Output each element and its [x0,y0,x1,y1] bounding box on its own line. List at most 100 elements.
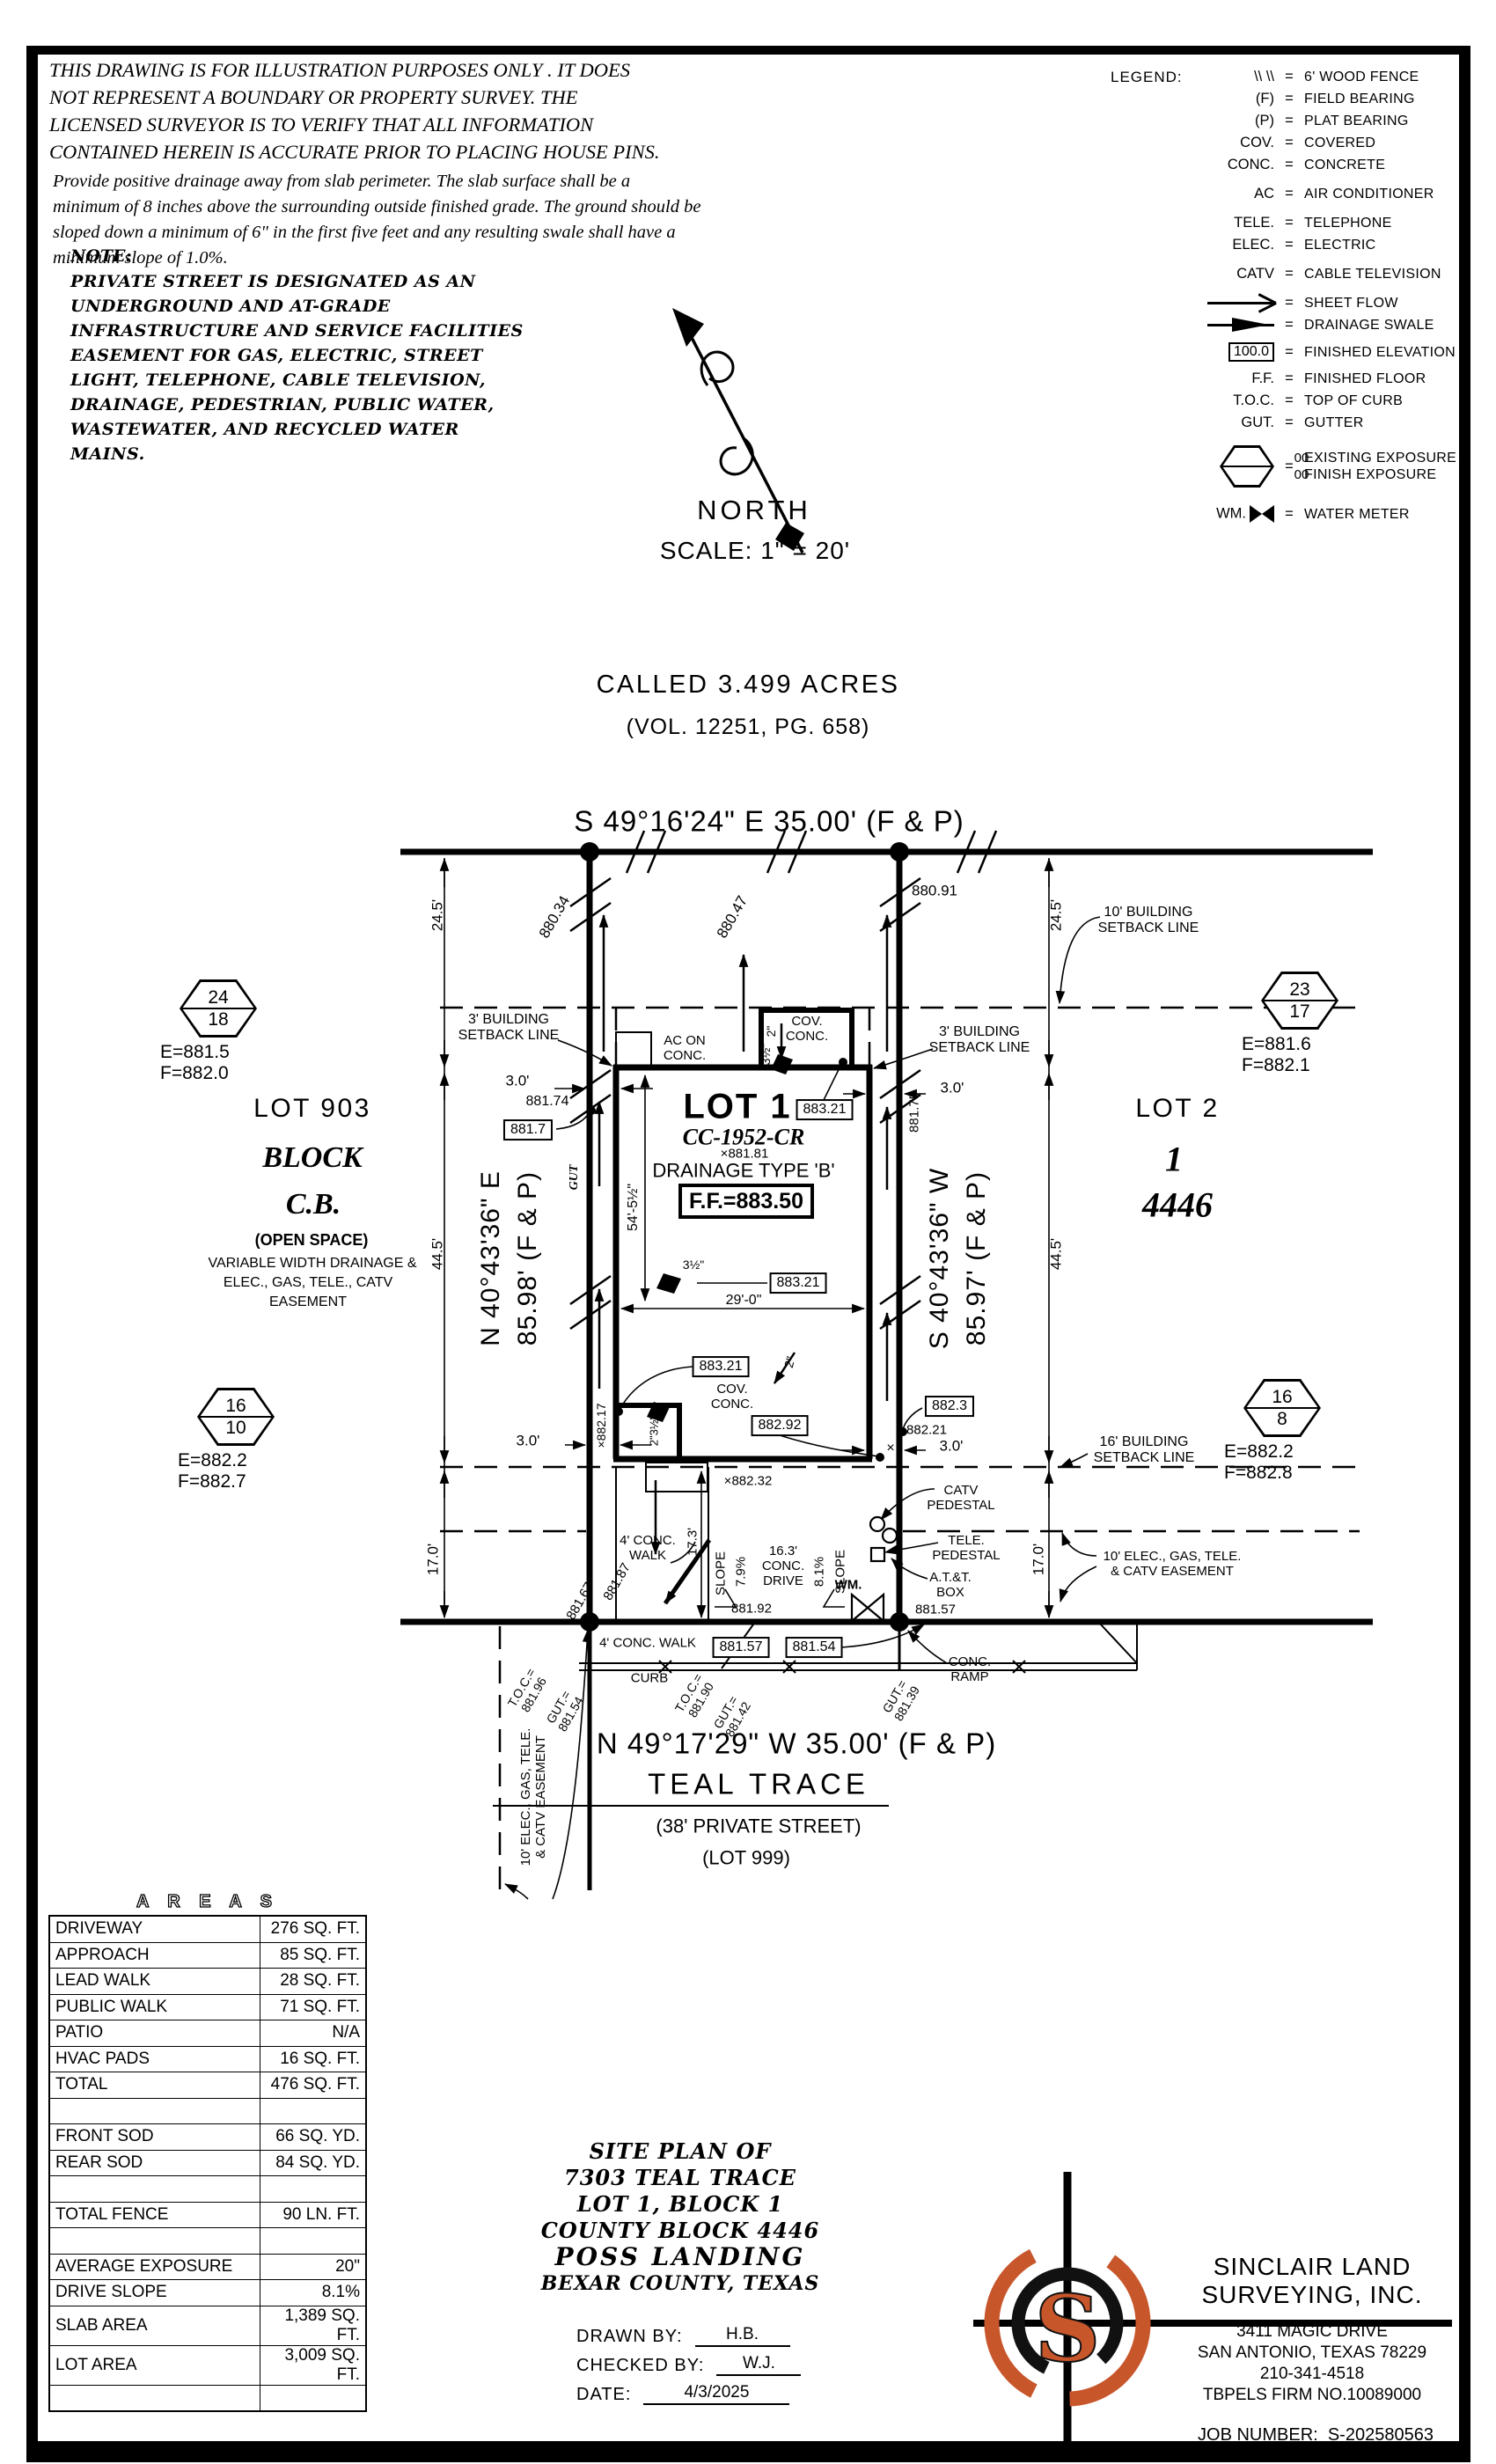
plat-label: ELEC., GAS, TELE., CATV [223,1275,393,1291]
legend-row: (F)=FIELD BEARING [1255,91,1415,106]
north-label: NORTH [697,495,811,525]
plat-label: 881.57 [915,1602,956,1617]
company-logo-icon [973,2172,1452,2452]
plat-label: ×882.17 [594,1403,609,1448]
job-number: JOB NUMBER: S-202580563 [1198,2425,1434,2445]
subdivision-name: POSS LANDING [554,2242,806,2271]
plat-label: 3½" [759,1043,774,1066]
company-phone: 210-341-4518 [1259,2365,1365,2383]
plat-label: (OPEN SPACE) [254,1230,369,1249]
plat-label: 3.0' [505,1072,530,1089]
company-address2: SAN ANTONIO, TEXAS 78229 [1197,2343,1427,2362]
exposure-elevation: E=881.6 [1242,1034,1311,1055]
areas-table-title: A R E A S [136,1891,279,1911]
plat-label: 882.3 [924,1396,975,1417]
legend-row: CATV=CABLE TELEVISION [1236,266,1441,282]
logo-letter: S [1033,2274,1101,2384]
exposure-elevation: F=882.0 [160,1063,229,1084]
plat-label: 8.1% [811,1556,827,1588]
plat-label: × [886,1441,895,1456]
water-meter-icon [850,1592,885,1624]
north-arrow-icon [685,326,804,554]
plat-label: 17.0' [424,1543,442,1576]
company-name2: SURVEYING, INC. [1201,2281,1423,2308]
plat-label: N 40°43'36" E [476,1170,506,1346]
plat-label: 10' ELEC., GAS, TELE.& CATV EASEMENT [1103,1549,1242,1579]
legend-row: COV.=COVERED [1240,135,1376,150]
plat-label: 24.5' [1047,898,1065,932]
setback-lines [440,1006,1360,1892]
plat-label: LOT 903 [253,1094,371,1124]
areas-row [48,2384,367,2412]
areas-row [48,2227,367,2255]
plat-label: 17.0' [1030,1543,1047,1576]
plat-label: WM. [834,1577,862,1593]
plat-label: 3.0' [516,1432,540,1449]
legend-title: LEGEND: [1111,69,1183,85]
plat-label: CURB [630,1670,669,1686]
disclaimer-note: THIS DRAWING IS FOR ILLUSTRATION PURPOSE… [49,59,660,163]
date-value: 4/3/2025 [643,2383,790,2405]
plat-label: C.B. [285,1187,341,1221]
drainage-arrows [594,913,892,1556]
private-street-note-title: NOTE: [70,246,132,266]
legend-row: GUT.=GUTTER [1241,414,1364,430]
signature-block: DRAWN BY:H.B. CHECKED BY:W.J. DATE:4/3/2… [576,2325,802,2412]
plat-label: 29'-0" [725,1293,762,1309]
plat-label: 4' CONC.WALK [620,1533,676,1563]
plat-label: 3.0' [940,1079,964,1096]
legend: \\ \\=6' WOOD FENCE (F)=FIELD BEARING (P)=… [1170,63,1456,523]
plat-label: 85.97' (F & P) [962,1170,992,1346]
plat-label: ×881.81 [720,1146,769,1162]
plat-label: TELE.PEDESTAL [932,1533,1001,1563]
plat-label: 24.5' [429,898,446,932]
sheet-flow-icon [1207,302,1274,304]
exposure-elevation: E=882.2 [1224,1441,1294,1463]
legend-row: WM.=WATER METER [1216,505,1410,523]
plat-label: 3.0' [939,1437,964,1455]
county-line: BEXAR COUNTY, TEXAS [540,2272,820,2295]
plat-label: LOT 2 [1135,1094,1220,1124]
plat-label: GUT [568,1164,582,1191]
company-block: SINCLAIR LAND SURVEYING, INC. 3411 MAGIC… [1167,2253,1457,2406]
plat-label: 880.91 [912,882,957,899]
plat-label: 2"3½" [647,1415,661,1447]
grading-note: Provide positive drainage away from slab… [53,172,701,268]
legend-row: (P)=PLAT BEARING [1255,113,1409,128]
company-name: SINCLAIR LAND [1213,2253,1412,2280]
plat-label: VARIABLE WIDTH DRAINAGE & [208,1256,417,1272]
leader-lines [504,916,1101,1900]
plat-label: 881.92 [731,1601,772,1617]
plat-label: EASEMENT [268,1294,348,1310]
legend-row: \\ \\=6' WOOD FENCE [1254,69,1419,84]
title-line: 7303 TEAL TRACE [564,2165,796,2190]
plat-label: 4446 [1142,1184,1213,1225]
plat-label: 17.3' [685,1527,700,1557]
title-line: LOT 1, BLOCK 1 [576,2191,784,2217]
utility-symbols [850,1515,898,1624]
plat-label: (LOT 999) [702,1846,790,1869]
title-block: SITE PLAN OF 7303 TEAL TRACE LOT 1, BLOC… [480,2138,881,2297]
areas-row [48,2097,367,2124]
title-line: COUNTY BLOCK 4446 [540,2218,820,2243]
plat-label: A.T.&T.BOX [929,1570,972,1600]
